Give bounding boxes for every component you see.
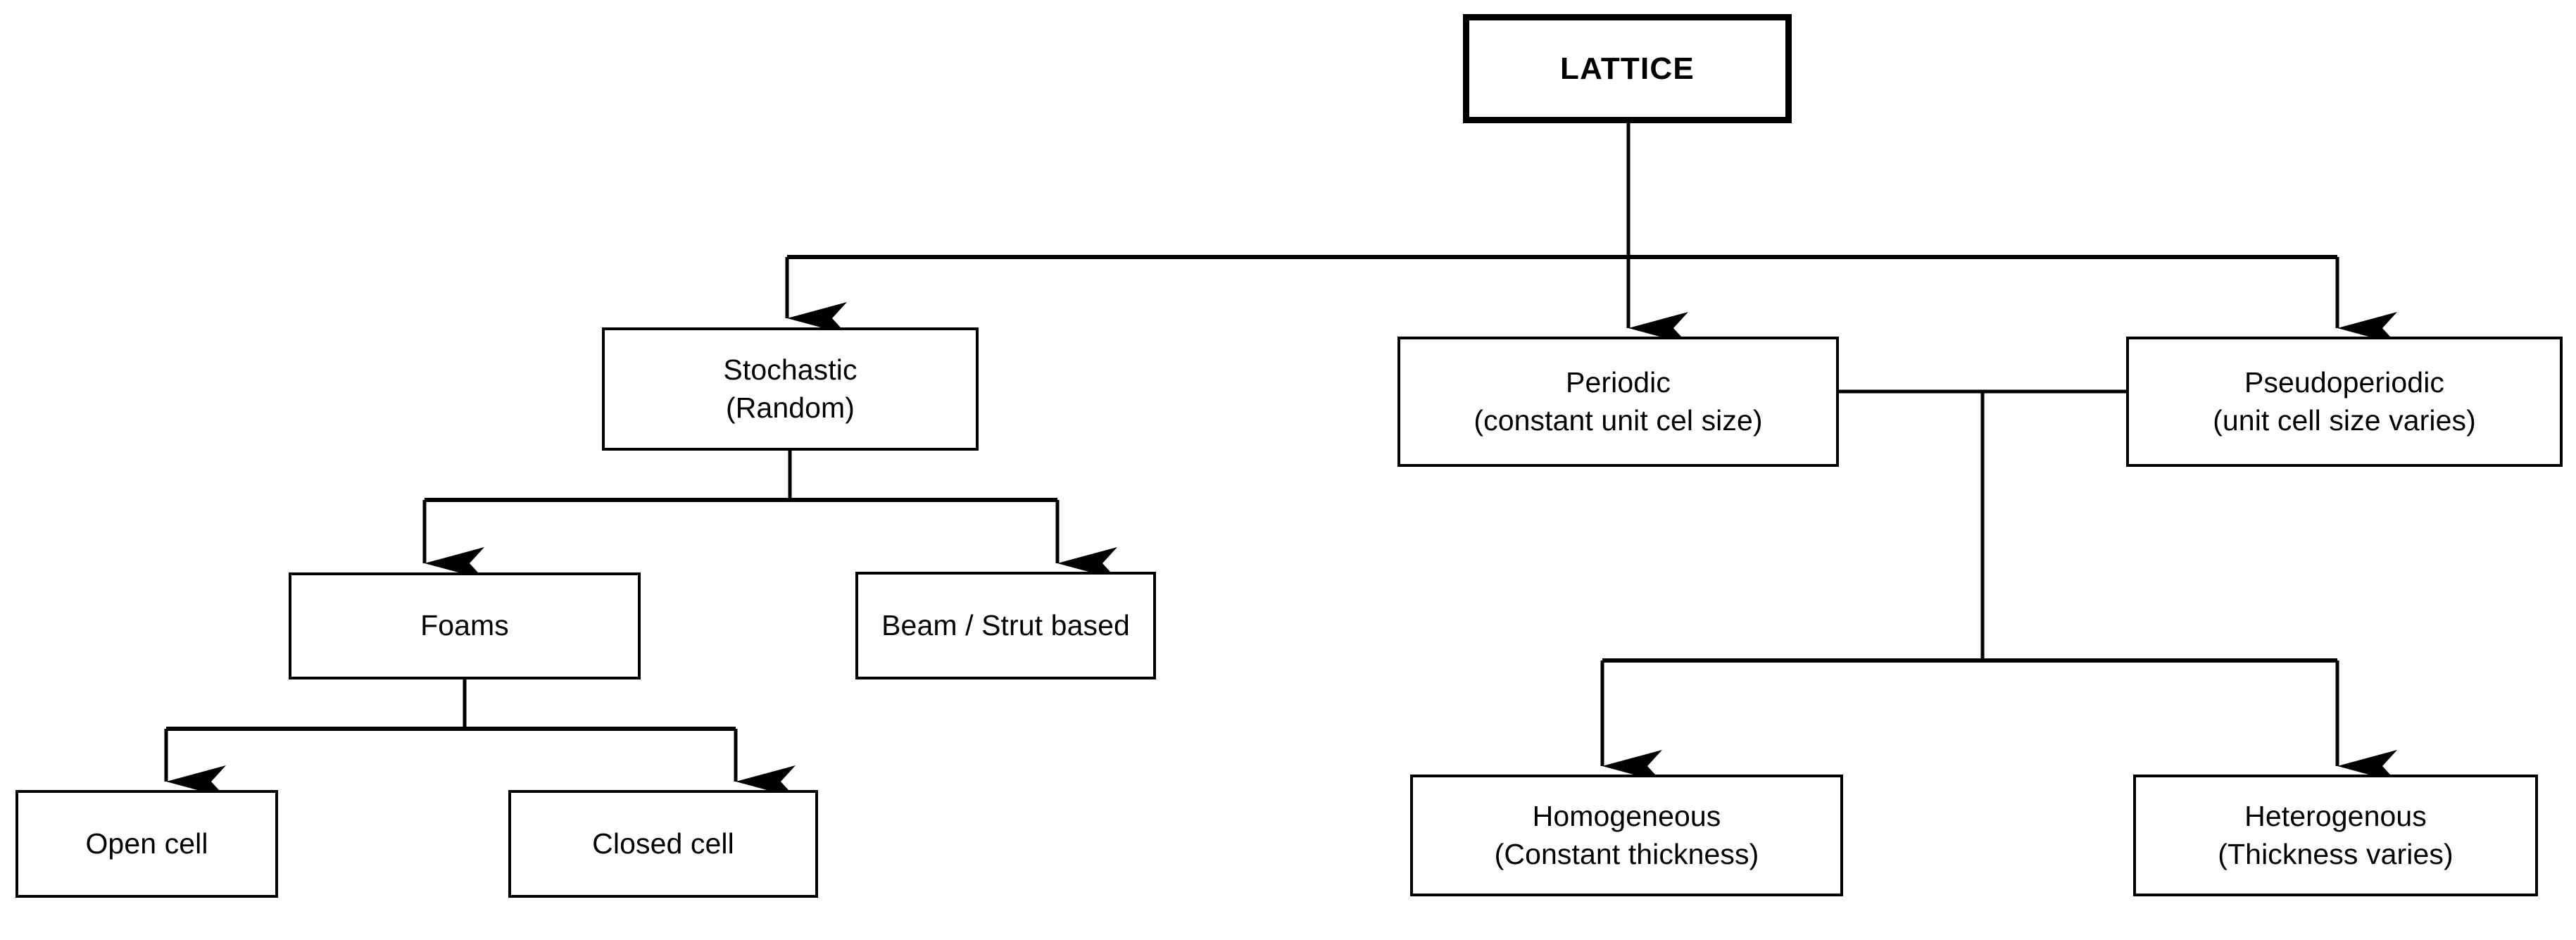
node-open-cell[interactable]: Open cell [15, 790, 278, 898]
node-stochastic-line2: (Random) [725, 391, 855, 424]
node-pseudoperiodic-line1: Pseudoperiodic [2244, 366, 2445, 399]
node-beam-strut[interactable]: Beam / Strut based [855, 572, 1156, 679]
node-pseudoperiodic[interactable]: Pseudoperiodic (unit cell size varies) [2126, 337, 2563, 467]
node-foams[interactable]: Foams [289, 572, 641, 679]
node-homogeneous-line1: Homogeneous [1532, 800, 1721, 833]
node-homogeneous-line2: (Constant thickness) [1494, 837, 1759, 870]
node-stochastic-line1: Stochastic [723, 353, 857, 387]
node-heterogenous-line2: (Thickness varies) [2218, 837, 2454, 870]
node-periodic-line1: Periodic [1566, 366, 1671, 399]
node-stochastic[interactable]: Stochastic (Random) [602, 327, 979, 451]
node-lattice-line1: LATTICE [1560, 51, 1695, 86]
node-closed-cell[interactable]: Closed cell [508, 790, 818, 898]
node-homogeneous[interactable]: Homogeneous (Constant thickness) [1410, 775, 1843, 896]
node-open-cell-line1: Open cell [85, 827, 208, 860]
node-pseudoperiodic-line2: (unit cell size varies) [2213, 403, 2476, 437]
node-periodic[interactable]: Periodic (constant unit cel size) [1397, 337, 1839, 467]
node-heterogenous[interactable]: Heterogenous (Thickness varies) [2133, 775, 2538, 896]
node-closed-cell-line1: Closed cell [592, 827, 734, 860]
node-lattice[interactable]: LATTICE [1463, 14, 1792, 123]
node-beam-strut-line1: Beam / Strut based [881, 608, 1130, 641]
node-foams-line1: Foams [420, 609, 509, 642]
node-periodic-line2: (constant unit cel size) [1474, 403, 1763, 437]
node-heterogenous-line1: Heterogenous [2244, 800, 2427, 833]
